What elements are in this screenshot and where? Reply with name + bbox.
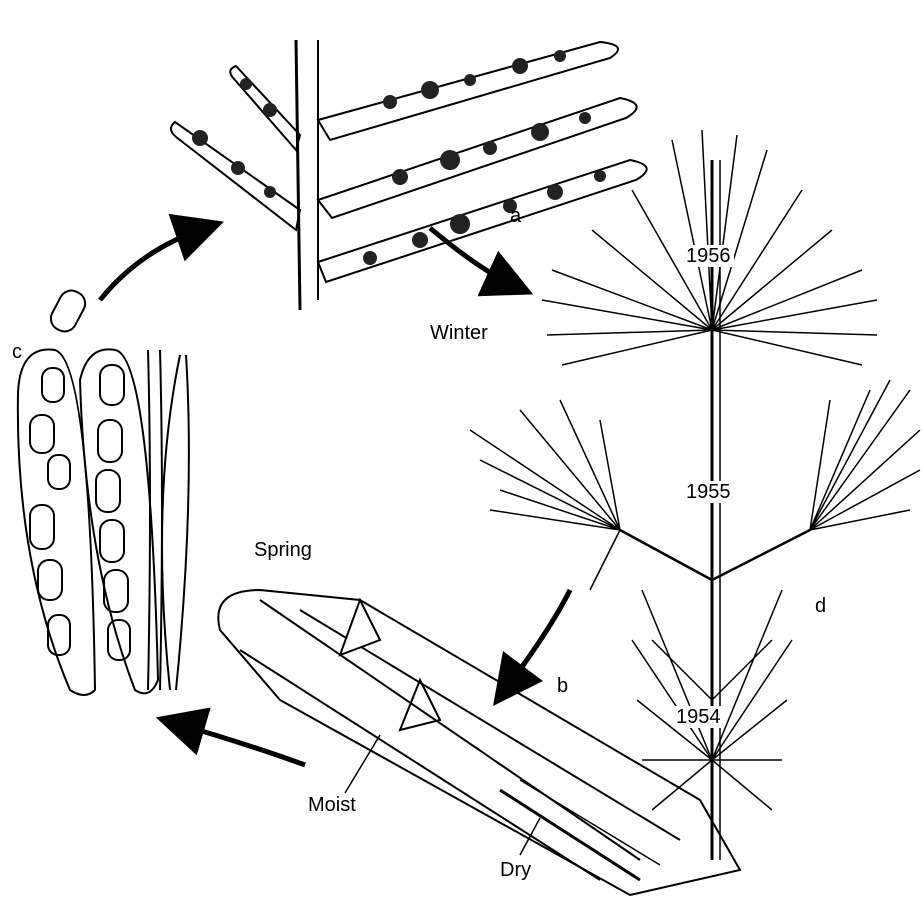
infected-twig-a (171, 40, 647, 310)
arrow-a-to-d (430, 228, 515, 286)
label-winter: Winter (430, 323, 488, 343)
year-1956: 1956 (683, 245, 734, 267)
label-b: b (557, 676, 568, 696)
label-dry: Dry (500, 860, 531, 880)
moist-pointer (345, 735, 380, 793)
arrow-b-to-c (175, 723, 305, 765)
asci-c (18, 286, 189, 695)
label-moist: Moist (308, 795, 356, 815)
year-1954: 1954 (673, 706, 724, 728)
foliage-1955-left (470, 400, 620, 590)
cycle-arrows (100, 228, 570, 765)
arrow-c-to-a (100, 228, 205, 300)
label-spring: Spring (254, 540, 312, 560)
label-d: d (815, 596, 826, 616)
lesion-spots (192, 50, 606, 265)
label-a: a (510, 206, 521, 226)
year-1955: 1955 (683, 481, 734, 503)
label-c: c (12, 342, 22, 362)
foliage-1955-right (810, 380, 920, 530)
split-needle-b (218, 590, 740, 895)
